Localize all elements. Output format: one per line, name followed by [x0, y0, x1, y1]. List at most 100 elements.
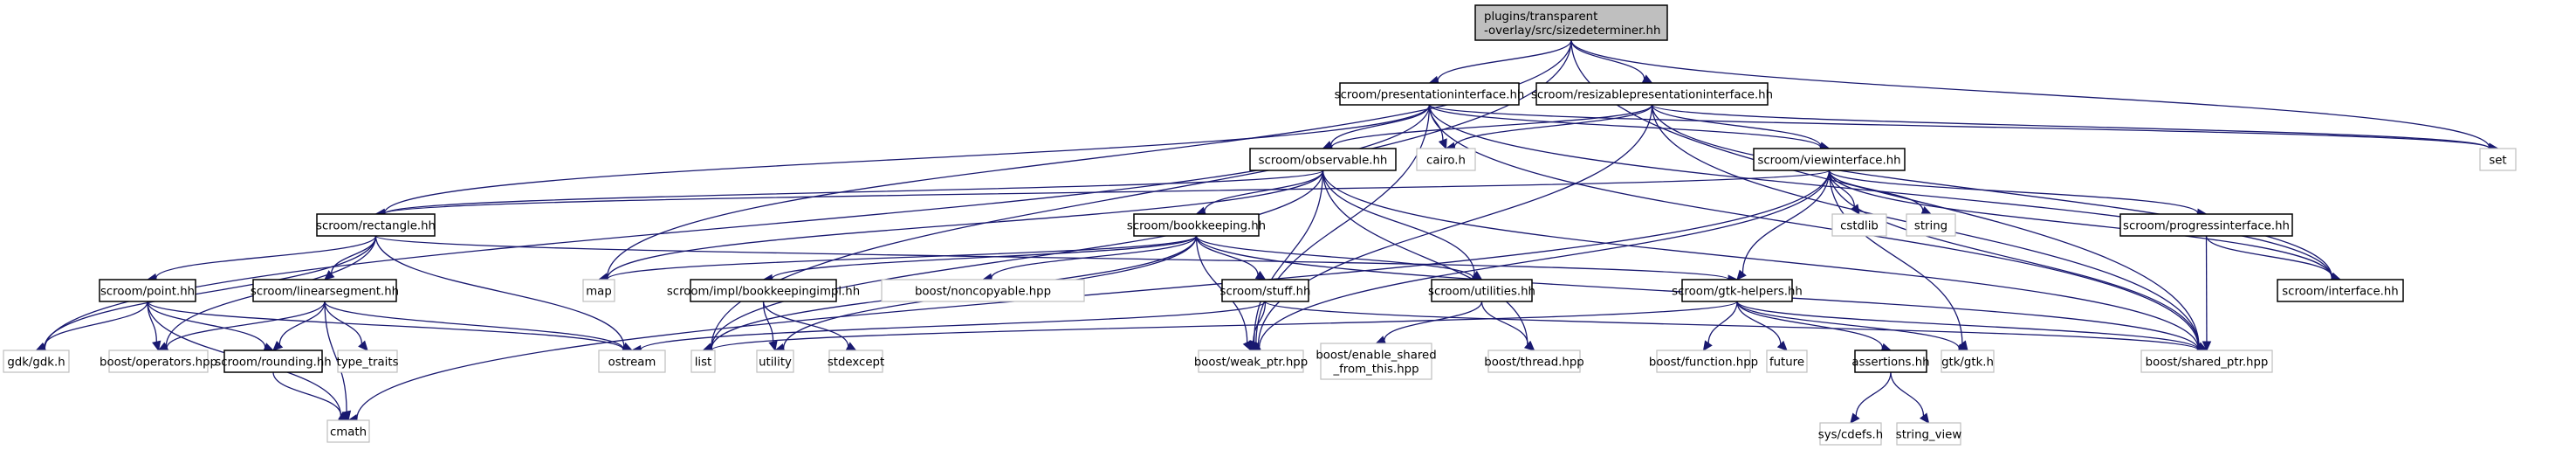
edge-line [324, 301, 624, 350]
arrowhead-icon [338, 411, 350, 421]
node-string_view: string_view [1896, 422, 1962, 446]
edge-line [1258, 170, 1831, 349]
node-cstdlib: cstdlib [1831, 213, 1887, 237]
arrowhead-icon [768, 340, 778, 352]
node-label: plugins/transparent [1484, 10, 1597, 24]
node-box [1831, 213, 1887, 237]
edge-line [1651, 104, 2490, 149]
edge-line [1890, 371, 1925, 417]
node-utilities[interactable]: scroom/utilities.hh [1428, 279, 1535, 302]
node-box [1941, 350, 1995, 373]
arrowhead-icon [272, 340, 284, 351]
node-gtkhelpers[interactable]: scroom/gtk-helpers.hh [1672, 279, 1803, 302]
node-label: scroom/interface.hh [2282, 286, 2399, 299]
edge-linearsegment-to-operators [157, 301, 326, 353]
edge-line [1828, 170, 2199, 214]
edge-line [356, 170, 1831, 419]
edge-utilities-to-enable_shared [1375, 301, 1483, 345]
node-label: -overlay/src/sizedeterminer.hh [1484, 24, 1660, 38]
edge-line [1570, 39, 1645, 80]
node-resizablepresentationinterface[interactable]: scroom/resizablepresentationinterface.hh [1531, 82, 1773, 106]
node-root[interactable]: plugins/transparent-overlay/src/sizedete… [1474, 4, 1668, 41]
arrowhead-icon [1248, 340, 1259, 352]
node-box [2119, 213, 2293, 237]
edge-line [44, 301, 148, 348]
node-box [1896, 422, 1961, 446]
node-interface[interactable]: scroom/interface.hh [2277, 279, 2404, 302]
node-label: cstdlib [1840, 220, 1879, 233]
node-bookkeeping[interactable]: scroom/bookkeeping.hh [1127, 213, 1266, 237]
node-label: scroom/observable.hh [1259, 155, 1388, 168]
edge-viewinterface-to-gtkhelpers [1736, 170, 1831, 280]
edge-line [762, 301, 774, 343]
edge-line [1453, 104, 1653, 148]
edge-line [607, 170, 1324, 279]
node-label: boost/function.hpp [1649, 357, 1758, 370]
arrowhead-icon [1776, 340, 1788, 351]
arrowhead-icon [1736, 269, 1747, 280]
node-rectangle[interactable]: scroom/rectangle.hh [316, 213, 436, 237]
edge-assertions-to-cdefs [1850, 371, 1892, 424]
edge-resizablepresentationinterface-to-viewinterface [1651, 104, 1831, 151]
node-label: boost/weak_ptr.hpp [1194, 357, 1308, 370]
edge-line [1437, 39, 1572, 81]
node-box [881, 279, 1085, 302]
node-label: _from_this.hpp [1332, 363, 1419, 377]
node-ostream: ostream [598, 350, 666, 373]
edge-line [383, 170, 1324, 215]
node-box [1320, 343, 1432, 380]
arrowhead-icon [1919, 412, 1930, 424]
node-rounding[interactable]: scroom/rounding.hh [215, 350, 332, 373]
node-label: string [1914, 220, 1947, 233]
edge-rectangle-to-point [146, 235, 377, 283]
edge-line [1736, 301, 1884, 349]
node-function: boost/function.hpp [1649, 350, 1758, 373]
edge-linearsegment-to-rounding [272, 301, 326, 351]
edge-line [1253, 301, 1267, 343]
node-label: boost/operators.hpp [100, 357, 217, 370]
node-operators: boost/operators.hpp [100, 350, 217, 373]
node-bookkeepingimpl[interactable]: scroom/impl/bookkeepingimpl.hh [667, 279, 860, 302]
node-box [1906, 213, 1956, 237]
edge-gtkhelpers-to-function [1702, 301, 1738, 352]
node-viewinterface[interactable]: scroom/viewinterface.hh [1753, 148, 1906, 171]
node-type_traits: type_traits [336, 350, 399, 373]
node-linearsegment[interactable]: scroom/linearsegment.hh [251, 279, 399, 302]
node-box [3, 350, 70, 373]
edge-root-to-presentationinterface [1428, 39, 1572, 86]
node-label: gtk/gtk.h [1941, 357, 1994, 370]
node-point[interactable]: scroom/point.hh [99, 279, 196, 302]
node-noncopyable: boost/noncopyable.hpp [881, 279, 1085, 302]
node-stuff[interactable]: scroom/stuff.hh [1220, 279, 1311, 302]
edge-gtkhelpers-to-list [702, 301, 1738, 355]
node-utility: utility [756, 350, 794, 373]
edge-line [278, 301, 326, 345]
node-label: scroom/impl/bookkeepingimpl.hh [667, 286, 860, 299]
edge-root-to-resizablepresentationinterface [1570, 39, 1653, 84]
node-label: scroom/resizablepresentationinterface.hh [1531, 89, 1773, 102]
node-observable[interactable]: scroom/observable.hh [1249, 148, 1397, 171]
node-label: scroom/utilities.hh [1428, 286, 1535, 299]
edge-line [155, 235, 377, 279]
arrowhead-icon [1438, 138, 1447, 150]
node-assertions[interactable]: assertions.hh [1851, 350, 1930, 373]
edge-line [1264, 301, 2199, 351]
node-label: string_view [1896, 429, 1962, 442]
node-box [99, 279, 196, 302]
node-label: scroom/presentationinterface.hh [1335, 89, 1525, 102]
edge-bookkeepingimpl-to-utility [762, 301, 778, 352]
edge-line [762, 301, 849, 347]
node-label: type_traits [336, 357, 398, 370]
node-label: ostream [608, 357, 656, 370]
edge-viewinterface-to-shared_ptr [1828, 170, 2208, 351]
edge-line [1480, 301, 1528, 345]
node-future: future [1766, 350, 1808, 373]
node-box [690, 279, 837, 302]
node-progressinterface[interactable]: scroom/progressinterface.hh [2119, 213, 2293, 237]
edge-line [2205, 235, 2333, 278]
node-enable_shared: boost/enable_shared_from_this.hpp [1315, 343, 1437, 380]
node-label: scroom/viewinterface.hh [1757, 155, 1900, 168]
node-map: map [582, 279, 615, 302]
node-presentationinterface[interactable]: scroom/presentationinterface.hh [1335, 82, 1525, 106]
